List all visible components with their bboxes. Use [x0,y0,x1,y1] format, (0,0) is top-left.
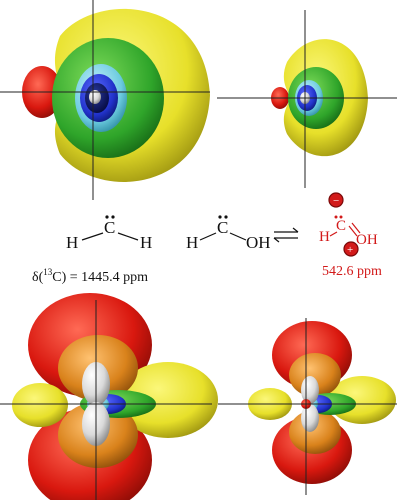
bond-c-oh [229,232,247,241]
equilibrium-arrows [273,227,299,243]
yellow-lobe [118,362,218,438]
lone-pair-dot [339,215,343,219]
structure-middle-bonds [199,215,247,241]
bond-c-h [329,231,338,237]
lone-pair-dot [334,215,338,219]
charge-plus: + [347,244,354,256]
isosurface-bottom-right [218,318,397,495]
isosurface-top-left [0,0,210,200]
charge-minus: − [333,195,340,207]
chemical-shift-left: δ(13C) = 1445.4 ppm [32,267,149,285]
bond-c-h [199,232,217,241]
bond-c-h-right [117,232,139,241]
bond-c-oh-1 [348,225,358,237]
atom-h-right: H [140,233,153,252]
lone-pair-dot [105,215,109,219]
bond-c-h-left [81,232,104,241]
atom-c: C [104,218,116,237]
structure-right-bonds [328,192,361,257]
atom-oh: OH [356,232,378,248]
atom-h-left: H [66,233,79,252]
lone-pair-dot [218,215,222,219]
white-core [89,90,101,104]
isosurface-top-right [217,10,397,188]
isosurface-bottom-left [0,293,218,500]
atom-c: C [336,218,347,234]
structure-left-bonds [81,215,139,241]
chemical-shift-right: 542.6 ppm [322,264,382,279]
lone-pair-dot [224,215,228,219]
atom-h: H [186,233,199,252]
charge-plus-circle [343,241,359,257]
yellow-lobe-left [12,383,68,427]
atom-oh: OH [246,233,271,252]
bond-c-oh-2 [351,222,361,234]
atom-c: C [217,218,229,237]
atom-h: H [319,229,330,245]
charge-minus-circle [328,192,344,208]
lone-pair-dot [111,215,115,219]
